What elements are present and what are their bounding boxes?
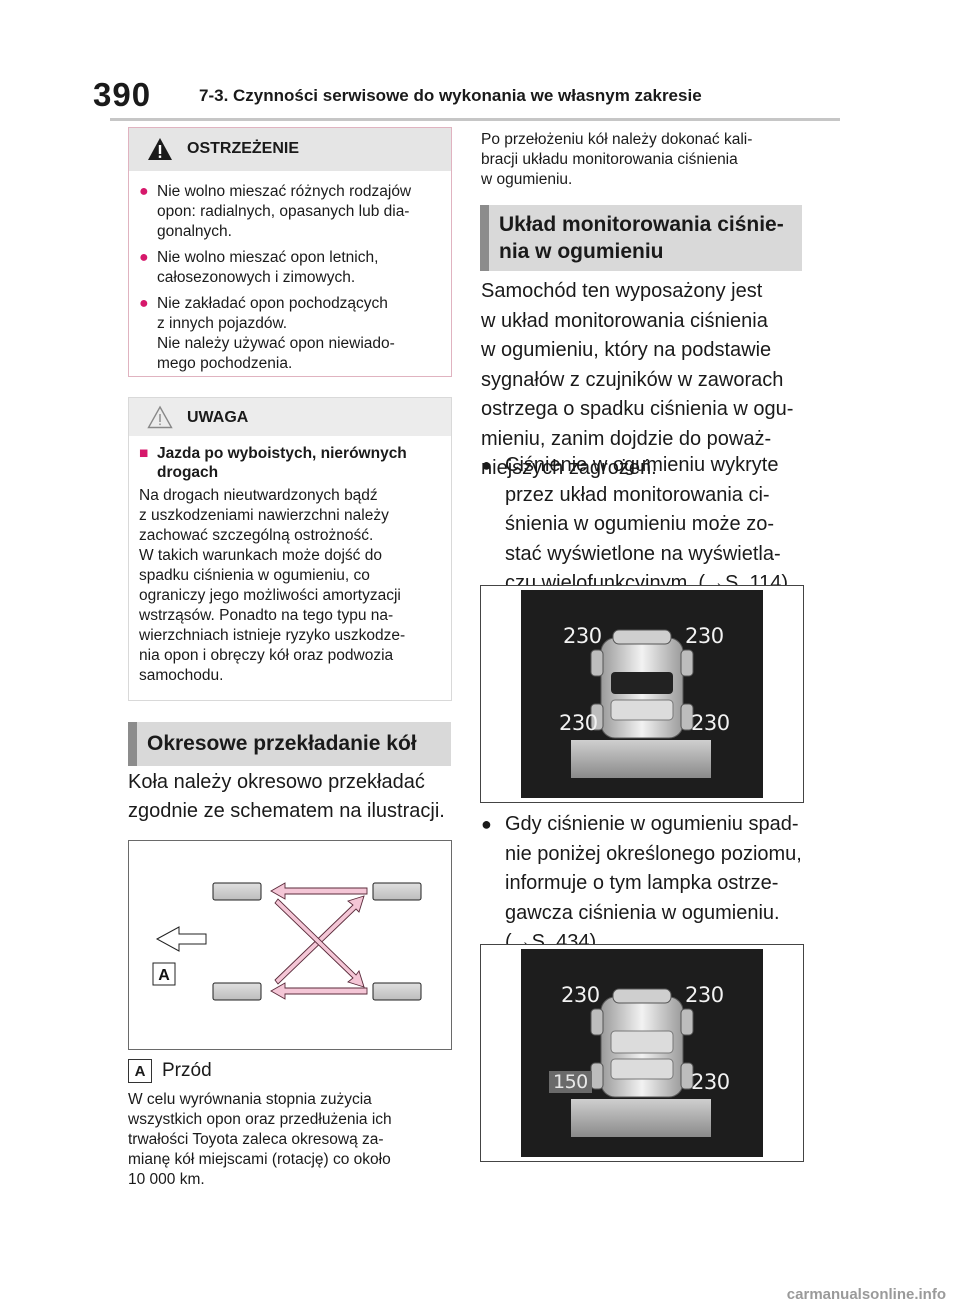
notice-title: UWAGA xyxy=(187,409,249,426)
pressure-front-left: 230 xyxy=(561,983,600,1007)
pressure-rear-right: 230 xyxy=(691,711,730,735)
tire-pressure-display-low: 230 230 150 230 xyxy=(480,944,804,1162)
warning-box: OSTRZEŻENIE ● Nie wolno mieszać różnych … xyxy=(128,127,452,377)
pressure-rear-right: 230 xyxy=(691,1070,730,1094)
display-bar xyxy=(571,1099,711,1137)
notice-body: Na drogach nieutwardzonych bądź z uszkod… xyxy=(139,487,406,684)
calibration-note: Po przełożeniu kół należy dokonać kali- … xyxy=(481,131,753,188)
tpms-bullet-2: ● Gdy ciśnienie w ogumieniu spad- nie po… xyxy=(481,810,811,958)
rotation-body: Koła należy okresowo przekładać zgodnie … xyxy=(128,771,445,822)
car-top-view-icon xyxy=(590,629,694,739)
arrow-top xyxy=(270,882,368,900)
display-bar xyxy=(571,740,711,778)
tire-pressure-display-normal: 230 230 230 230 xyxy=(480,585,804,803)
notice-box: UWAGA ■ Jazda po wyboistych, nierównych … xyxy=(128,397,452,701)
warning-item: ● Nie wolno mieszać różnych rodzajów opo… xyxy=(139,182,444,242)
notice-header: UWAGA xyxy=(129,398,451,436)
warning-item: ● Nie wolno mieszać opon letnich, całose… xyxy=(139,248,444,288)
watermark: carmanualsonline.info xyxy=(786,1286,946,1303)
diagram-label-box xyxy=(152,962,176,986)
warning-item: ● Nie zakładać opon pochodzących z innyc… xyxy=(139,294,444,374)
warning-triangle-icon xyxy=(148,138,172,160)
warning-title: OSTRZEŻENIE xyxy=(187,140,300,157)
legend: A Przód xyxy=(128,1059,212,1083)
legend-text: Przód xyxy=(162,1060,212,1081)
pressure-front-right: 230 xyxy=(685,624,724,648)
header-divider xyxy=(110,118,840,121)
notice-subtitle: ■ Jazda po wyboistych, nierównych drogac… xyxy=(139,444,407,482)
pressure-rear-left-low: 150 xyxy=(549,1071,592,1093)
tpms-heading: Układ monitorowania ciśnie- nia w ogumie… xyxy=(480,205,802,271)
tire-rear-left xyxy=(372,882,422,901)
bullet-icon: ● xyxy=(139,183,149,200)
tire-rear-right xyxy=(372,982,422,1001)
rotation-diagram-svg: A xyxy=(152,882,422,1001)
bullet-icon: ● xyxy=(139,295,149,312)
arrow-cross-down xyxy=(274,898,365,988)
page-number: 390 xyxy=(93,76,152,113)
bullet-icon: ● xyxy=(481,455,492,475)
arrow-bottom xyxy=(270,982,368,1000)
caution-triangle-icon xyxy=(147,405,173,429)
pressure-rear-left: 230 xyxy=(559,711,598,735)
car-top-view-icon xyxy=(590,988,694,1098)
warning-list: ● Nie wolno mieszać różnych rodzajów opo… xyxy=(139,182,444,380)
front-arrow-icon xyxy=(155,926,207,952)
warning-item-text: Nie zakładać opon pochodzących z innych … xyxy=(157,295,395,372)
rotation-diagram: A xyxy=(128,840,452,1050)
tpms-body: Samochód ten wyposażony jest w układ mon… xyxy=(481,280,794,479)
warning-item-text: Nie wolno mieszać opon letnich, całosezo… xyxy=(157,249,379,286)
tire-front-left xyxy=(212,882,262,901)
legend-badge: A xyxy=(128,1059,152,1083)
tpms-bullet-2-text: Gdy ciśnienie w ogumieniu spad- nie poni… xyxy=(505,813,802,953)
tpms-bullet-1: ● Ciśnienie w ogumieniu wykryte przez uk… xyxy=(481,451,811,599)
tire-front-right xyxy=(212,982,262,1001)
bullet-icon: ● xyxy=(139,249,149,266)
square-bullet-icon: ■ xyxy=(139,445,149,462)
display-screen: 230 230 150 230 xyxy=(521,949,763,1157)
bullet-icon: ● xyxy=(481,814,492,834)
diagram-label: A xyxy=(158,967,170,984)
tpms-bullet-1-text: Ciśnienie w ogumieniu wykryte przez ukła… xyxy=(505,454,789,594)
notice-subtitle-text: Jazda po wyboistych, nierównych drogach xyxy=(157,445,407,481)
pressure-front-right: 230 xyxy=(685,983,724,1007)
rotation-heading: Okresowe przekładanie kół xyxy=(128,722,451,766)
section-title: 7-3. Czynności serwisowe do wykonania we… xyxy=(199,86,702,105)
warning-header: OSTRZEŻENIE xyxy=(129,128,451,171)
rotation-note: W celu wyrównania stopnia zużycia wszyst… xyxy=(128,1091,392,1188)
display-screen: 230 230 230 230 xyxy=(521,590,763,798)
pressure-front-left: 230 xyxy=(563,624,602,648)
warning-item-text: Nie wolno mieszać różnych rodzajów opon:… xyxy=(157,183,412,240)
